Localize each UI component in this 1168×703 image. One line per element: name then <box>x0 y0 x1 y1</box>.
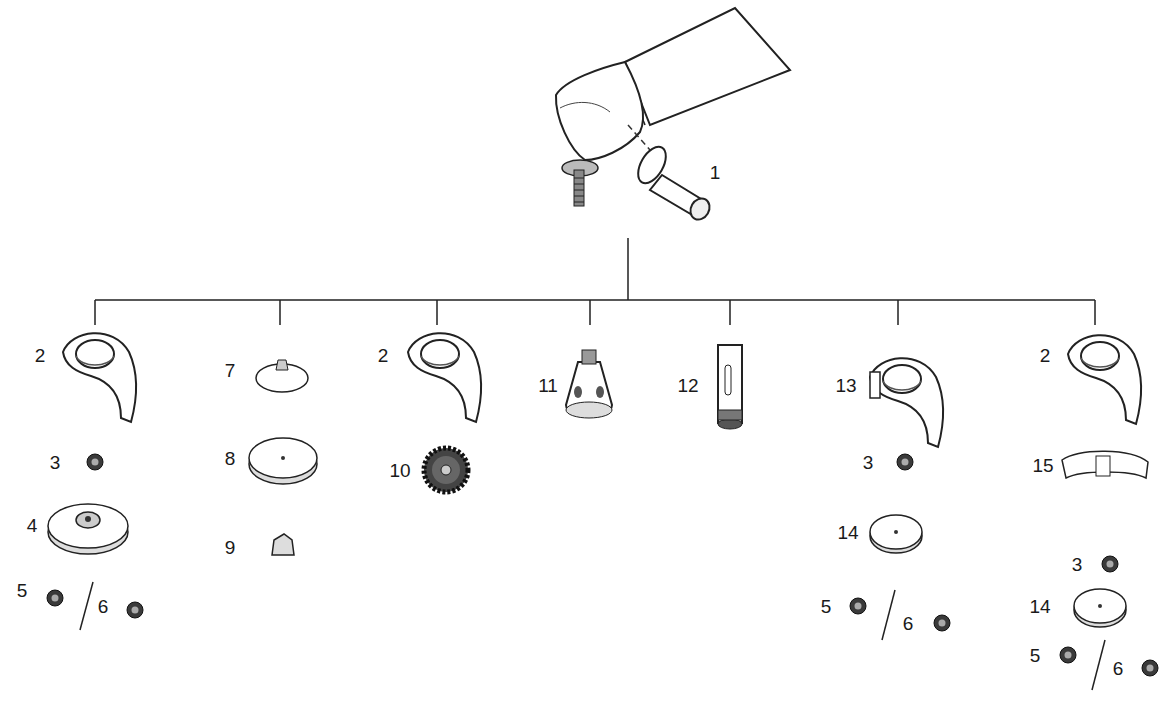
callout-number: 2 <box>1040 346 1051 365</box>
wire-wheel <box>424 448 468 492</box>
callout-number: 13 <box>835 376 856 395</box>
callout-number: 2 <box>378 346 389 365</box>
callout-number: 6 <box>1113 659 1124 678</box>
cup-brush <box>566 350 612 418</box>
callout-number: 8 <box>225 449 236 468</box>
callout-number: 12 <box>677 376 698 395</box>
callout-number: 4 <box>27 516 38 535</box>
callout-number: 9 <box>225 538 236 557</box>
callout-number: 10 <box>389 461 410 480</box>
callout-number: 11 <box>538 376 558 395</box>
clamp-nut <box>272 534 294 555</box>
callout-number: 1 <box>710 163 721 182</box>
angle-grinder <box>556 8 790 223</box>
callout-number: 6 <box>98 597 109 616</box>
callout-number: 14 <box>837 523 858 542</box>
cover-attachment <box>1062 451 1148 478</box>
callout-number: 15 <box>1032 456 1053 475</box>
flange <box>48 504 128 554</box>
column-parts <box>47 333 1158 690</box>
callout-number: 5 <box>17 581 28 600</box>
backing-pad <box>256 360 308 392</box>
callout-number: 6 <box>903 614 914 633</box>
side-handle <box>632 142 713 223</box>
callout-number: 3 <box>863 453 874 472</box>
callout-number: 5 <box>1030 646 1041 665</box>
callout-number: 3 <box>1072 555 1083 574</box>
core-bit <box>718 345 742 429</box>
tree-lines <box>95 238 1095 325</box>
callout-number: 3 <box>50 453 61 472</box>
callout-number: 2 <box>35 346 46 365</box>
sanding-disc <box>249 438 317 484</box>
callout-number: 5 <box>821 597 832 616</box>
callout-number: 14 <box>1029 597 1050 616</box>
callout-number: 7 <box>225 361 236 380</box>
cutting-guard <box>870 358 943 447</box>
